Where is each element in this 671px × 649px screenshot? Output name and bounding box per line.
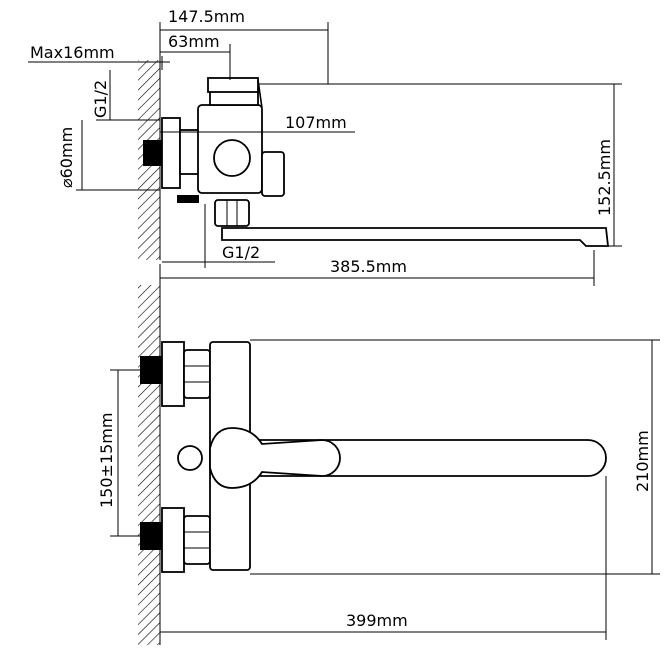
dim-147-5: 147.5mm [168,7,245,26]
inlet-pipe-upper [140,356,162,384]
side-view: 147.5mm 63mm Max16mm G1/2 ⌀60mm 107mm 15… [28,7,622,286]
dim-385-5: 385.5mm [330,257,407,276]
spout-side [221,227,610,247]
dim-63: 63mm [168,32,220,51]
cartridge-circle [213,139,251,177]
nut-upper [183,349,211,399]
dim-max16: Max16mm [30,43,115,62]
front-view: 150±15mm 210mm 399mm [97,285,660,645]
lever-handle-front [209,427,341,489]
inlet-pipe-top [143,140,163,166]
lever-handle-side [207,77,259,93]
dim-d60: ⌀60mm [57,127,76,188]
dim-399: 399mm [346,611,408,630]
inlet-pipe-lower [140,522,162,550]
dim-107: 107mm [285,113,347,132]
dim-152-5: 152.5mm [595,139,614,216]
nut-bottom [214,199,250,227]
diverter-knob-front [177,445,203,471]
escutcheon-upper [161,341,185,407]
dim-g12-vertical: G1/2 [91,80,110,118]
escutcheon-lower [161,507,185,573]
wall-bottom [138,285,160,645]
dim-g12-bottom: G1/2 [222,243,260,262]
escutcheon-side [161,117,181,189]
body-flange [179,129,201,175]
diverter-knob [261,151,285,197]
outlet-stub [177,195,199,203]
dim-210: 210mm [633,430,652,492]
dim-150: 150±15mm [97,413,116,508]
nut-lower [183,515,211,565]
spout-front [249,439,607,477]
